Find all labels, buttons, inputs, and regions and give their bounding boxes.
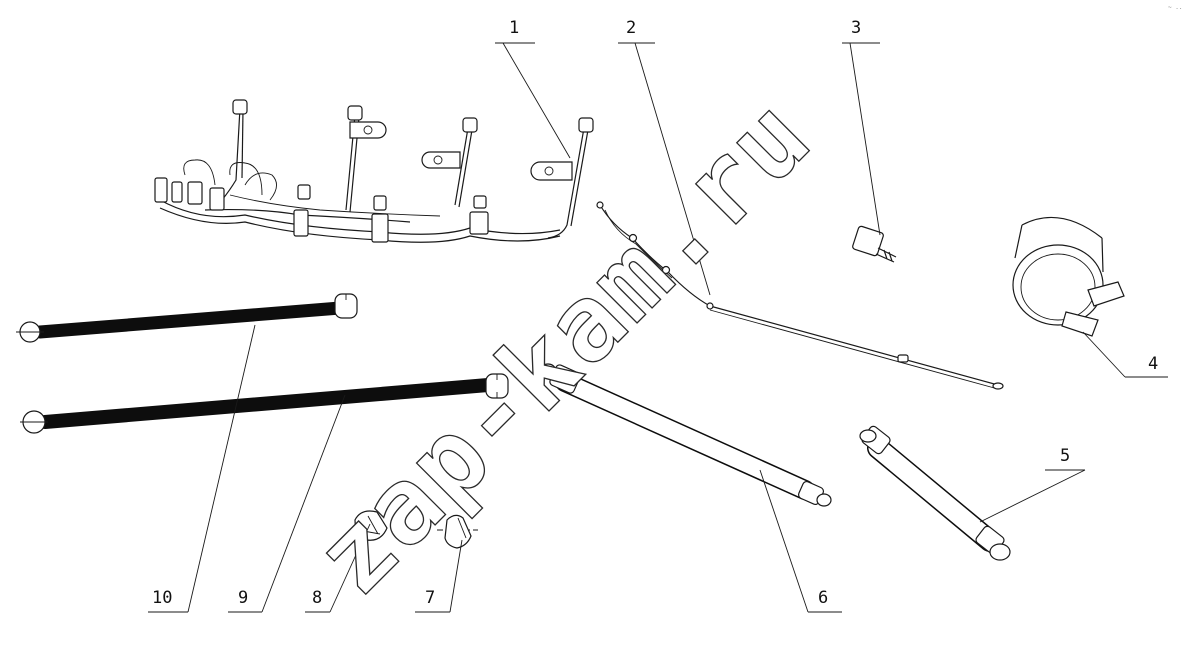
long-tube-part <box>540 363 832 507</box>
watermark-text: zap-kam.ru <box>291 75 834 618</box>
upper-rod-part <box>16 293 358 343</box>
callout-2: 2 <box>626 18 636 38</box>
callout-labels: 1 2 3 4 5 6 7 8 9 10 <box>152 18 1158 608</box>
fitting-part <box>852 225 897 263</box>
sensor-wire-part <box>596 201 1004 390</box>
lower-rod-part <box>20 373 509 434</box>
callout-10: 10 <box>152 588 172 608</box>
short-tube-part <box>859 425 1011 561</box>
leader-lines <box>148 42 1168 613</box>
callout-7: 7 <box>425 588 435 608</box>
callout-9: 9 <box>238 588 248 608</box>
nut-part <box>354 510 388 541</box>
callout-8: 8 <box>312 588 322 608</box>
hose-clamp-part <box>1012 216 1125 337</box>
corner-mark: ~ .. <box>1168 4 1182 11</box>
callout-4: 4 <box>1148 354 1158 374</box>
callout-6: 6 <box>818 588 828 608</box>
callout-1: 1 <box>509 18 519 38</box>
callout-3: 3 <box>851 18 861 38</box>
nut-small-part <box>437 514 478 549</box>
wiring-harness-part <box>154 99 594 243</box>
callout-5: 5 <box>1060 446 1070 466</box>
